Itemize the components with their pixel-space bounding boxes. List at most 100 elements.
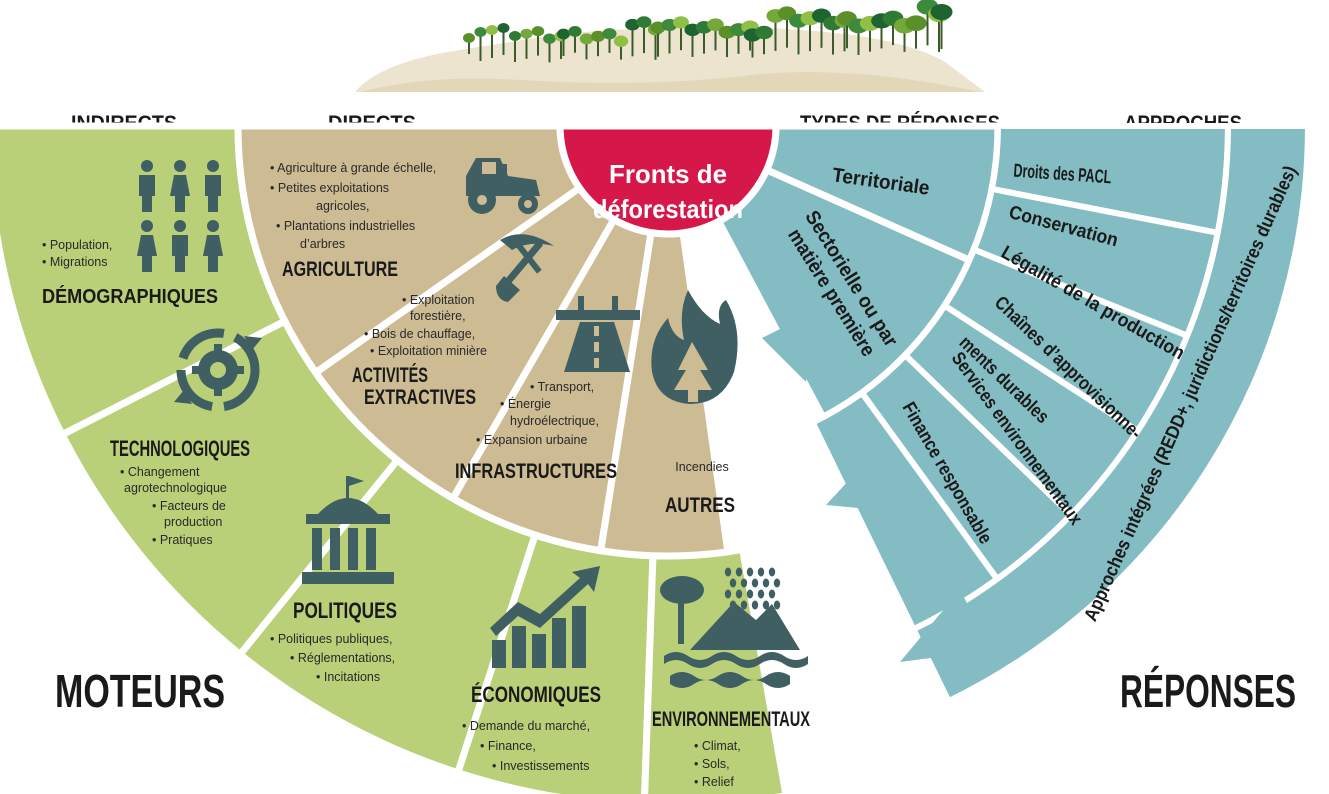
extractives-title-line1: ACTIVITÉS (352, 364, 428, 387)
tree-trunk (502, 28, 505, 55)
tree-canopy (520, 28, 533, 39)
economiques-bullet-3: • Investissements (492, 759, 589, 773)
highway-icon (556, 296, 640, 372)
demographiques-bullet-2: • Migrations (42, 255, 108, 269)
raindrop (757, 567, 765, 577)
politiques-bullet-2: • Réglementations, (290, 651, 395, 665)
raindrop (746, 589, 754, 599)
tree-trunk (479, 32, 482, 61)
infrastructures-bullet-4: • Expansion urbaine (476, 433, 587, 447)
technologiques-bullet-3: • Facteurs de (152, 499, 226, 513)
autres-title: AUTRES (665, 494, 735, 517)
raindrop (768, 567, 776, 577)
tree-canopy (673, 16, 689, 29)
tree-trunk (892, 18, 894, 46)
tree-canopy (531, 26, 545, 37)
raindrop (773, 578, 781, 588)
tree-canopy (474, 27, 487, 37)
arrowhead-2 (826, 438, 902, 512)
agriculture-bullet-3: agricoles, (316, 199, 370, 213)
tree-trunk (926, 6, 929, 46)
tree-trunk (809, 18, 811, 52)
agriculture-bullet-2: • Petites exploitations (270, 181, 389, 195)
economiques-bullet-1: • Demande du marché, (462, 719, 590, 733)
person-body (139, 175, 155, 212)
label-reponses: RÉPONSES (1120, 665, 1296, 717)
environnementaux-title: ENVIRONNEMENTAUX (652, 708, 810, 731)
raindrop (746, 567, 754, 577)
infrastructures-bullet-3: hydroélectrique, (510, 414, 599, 428)
arrowhead-1 (762, 310, 818, 382)
technologiques-bullet-4: production (164, 515, 222, 529)
tree-canopy (497, 23, 510, 33)
politiques-title: POLITIQUES (293, 598, 397, 623)
landscape-icon (660, 567, 808, 688)
tree-trunk (857, 25, 860, 55)
arrowhead-3 (900, 590, 992, 662)
environnementaux-bullet-2: • Sols, (694, 757, 730, 771)
economiques-title: ÉCONOMIQUES (471, 682, 601, 707)
tree-trunk (631, 24, 634, 57)
tree-trunk (915, 23, 917, 49)
tree-canopy (509, 31, 521, 41)
raindrop (740, 600, 748, 610)
tree-trunk (691, 29, 694, 57)
tree-trunk (525, 33, 528, 59)
politiques-bullet-3: • Incitations (316, 670, 380, 684)
tree-canopy (905, 15, 927, 32)
infrastructures-bullet-1: • Transport, (530, 380, 594, 394)
tree-trunk (714, 24, 717, 51)
agriculture-bullet-4: • Plantations industrielles (276, 219, 415, 233)
person-body (137, 235, 157, 272)
tree-canopy (625, 18, 640, 31)
extractives-bullet-4: • Exploitation minière (370, 344, 487, 358)
tree-canopy (486, 25, 498, 35)
agriculture-bullet-1: • Agriculture à grande échelle, (270, 161, 436, 175)
tree-trunk (562, 33, 565, 56)
demographiques-title: DÉMOGRAPHIQUES (42, 285, 218, 308)
raindrop (762, 578, 770, 588)
tree-canopy (463, 33, 475, 43)
technologiques-bullet-5: • Pratiques (152, 533, 213, 547)
tree-canopy (602, 28, 617, 40)
person-head (141, 220, 153, 232)
center-title-line1: Fronts de (609, 159, 727, 189)
tree-trunk (763, 32, 765, 55)
tree-trunk (869, 23, 871, 52)
tree-trunk (597, 36, 599, 57)
gear-cycle-icon (174, 328, 262, 412)
technologiques-title: TECHNOLOGIQUES (110, 436, 250, 461)
extractives-bullet-3: • Bois de chauffage, (364, 327, 475, 341)
raindrop (762, 600, 770, 610)
raindrop (773, 600, 781, 610)
raindrop (735, 567, 743, 577)
raindrop (724, 567, 732, 577)
person-head (207, 220, 219, 232)
tree-trunk (843, 20, 846, 52)
center-fronts-de-deforestation: Fronts de déforestation (556, 122, 780, 238)
growth-chart-icon (490, 566, 600, 668)
extractives-title-line2: EXTRACTIVES (364, 386, 476, 409)
demographiques-bullet-1: • Population, (42, 238, 112, 252)
tree-canopy (930, 3, 953, 20)
tree-trunk (774, 15, 777, 51)
tree-trunk (726, 32, 728, 58)
environnementaux-bullet-3: • Relief (694, 775, 734, 789)
tree-trunk (938, 14, 940, 53)
tree-trunk (737, 29, 740, 54)
raindrop (729, 600, 737, 610)
pickaxe-shovel-icon (496, 234, 554, 302)
raindrop (735, 589, 743, 599)
approach-integrated-band (909, 123, 1312, 706)
raindrop (729, 578, 737, 588)
tree-trunk (903, 25, 906, 52)
government-building-icon (302, 476, 394, 584)
tree-trunk (548, 38, 551, 63)
label-moteurs: MOTEURS (55, 665, 225, 717)
tree-trunk (620, 41, 622, 60)
tree-canopy (636, 16, 652, 29)
tree-canopy (755, 25, 773, 40)
tree-trunk (786, 13, 788, 48)
